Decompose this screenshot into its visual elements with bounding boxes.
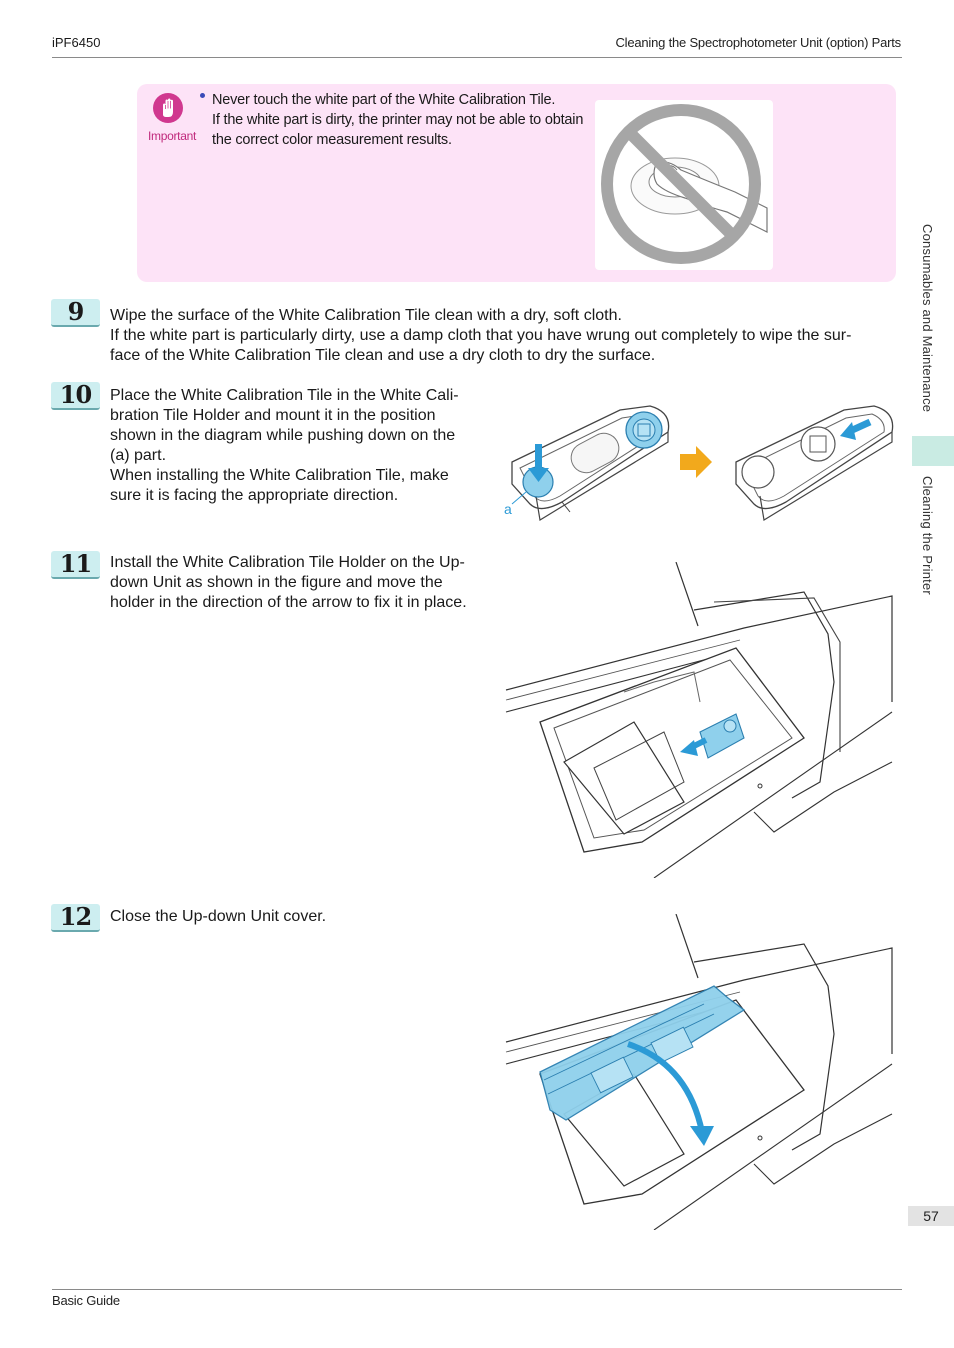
- callout-a-label: a: [504, 501, 512, 517]
- step-line: (a) part.: [110, 447, 167, 464]
- step-line: Place the White Calibration Tile in the …: [110, 387, 459, 404]
- note-line: Never touch the white part of the White …: [212, 92, 556, 108]
- bullet-dot: [200, 93, 205, 98]
- important-hand-icon: [153, 93, 183, 123]
- header-rule: [52, 57, 902, 58]
- header-section-title: Cleaning the Spectrophotometer Unit (opt…: [615, 35, 901, 50]
- step-12-number: 12: [51, 904, 100, 932]
- orange-arrow-icon: [680, 446, 712, 478]
- important-note-text: Never touch the white part of the White …: [212, 90, 592, 150]
- do-not-touch-illustration: [595, 100, 773, 270]
- step-line: down Unit as shown in the figure and mov…: [110, 574, 443, 591]
- step-line: Wipe the surface of the White Calibratio…: [110, 307, 622, 324]
- footer-rule: [52, 1289, 902, 1290]
- side-tab-active-marker: [912, 436, 954, 466]
- step-line: sure it is facing the appropriate direct…: [110, 487, 399, 504]
- tile-holder-figure: a: [500, 392, 896, 526]
- step-line: Close the Up-down Unit cover.: [110, 908, 327, 925]
- step-12-text: Close the Up-down Unit cover.: [110, 907, 490, 927]
- header-model: iPF6450: [52, 35, 101, 50]
- side-tab-section[interactable]: Cleaning the Printer: [920, 476, 935, 595]
- step-9-number: 9: [51, 299, 100, 327]
- side-tab-chapter[interactable]: Consumables and Maintenance: [920, 224, 935, 413]
- step-line: shown in the diagram while pushing down …: [110, 427, 456, 444]
- step-11-text: Install the White Calibration Tile Holde…: [110, 553, 490, 613]
- step-9-text: Wipe the surface of the White Calibratio…: [110, 306, 890, 366]
- step-line: holder in the direction of the arrow to …: [110, 594, 467, 611]
- close-cover-figure: [504, 913, 896, 1231]
- step-line: When installing the White Calibration Ti…: [110, 467, 449, 484]
- step-line: bration Tile Holder and mount it in the …: [110, 407, 436, 424]
- page-number: 57: [908, 1206, 954, 1226]
- step-line: If the white part is particularly dirty,…: [110, 327, 852, 344]
- note-line: the correct color measurement results.: [212, 132, 452, 148]
- install-holder-figure: [504, 561, 896, 879]
- step-line: face of the White Calibration Tile clean…: [110, 347, 656, 364]
- step-11-number: 11: [51, 551, 100, 579]
- step-10-number: 10: [51, 382, 100, 410]
- step-line: Install the White Calibration Tile Holde…: [110, 554, 465, 571]
- important-label: Important: [148, 129, 196, 143]
- important-note: Important Never touch the white part of …: [137, 84, 896, 282]
- step-10-text: Place the White Calibration Tile in the …: [110, 386, 490, 506]
- footer-title: Basic Guide: [52, 1293, 120, 1308]
- note-line: If the white part is dirty, the printer …: [212, 112, 584, 128]
